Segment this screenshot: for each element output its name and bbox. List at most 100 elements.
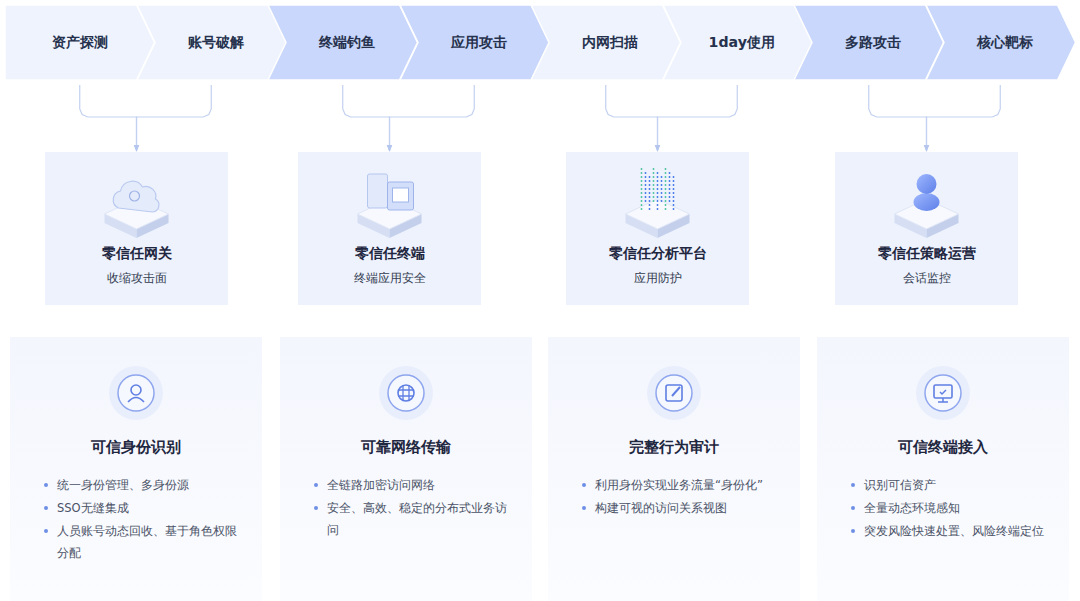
icon-glyph (672, 387, 680, 396)
person-icon (914, 193, 940, 211)
icon-ring (118, 375, 154, 411)
card-fill (566, 152, 749, 305)
attack-step-chevron: 多路攻击 (794, 5, 944, 80)
data-bars (673, 176, 675, 210)
chevron-outline (137, 5, 287, 80)
card-title: 可靠网络传输 (280, 437, 532, 458)
capability-card: 可信身份识别统一身份管理、多身份源SSO无缝集成人员账号动态回收、基于角色权限分… (10, 337, 262, 601)
chevron-outline (400, 5, 550, 80)
icon-glyph (938, 390, 948, 402)
capability-icon (379, 366, 433, 420)
bullet-dot (582, 506, 586, 510)
bullet-text: SSO无缝集成 (57, 497, 240, 519)
icon-halo (379, 366, 433, 420)
bullet-dot (582, 483, 586, 487)
platform-top (626, 199, 690, 229)
product-card: 零信任网关收缩攻击面 (45, 152, 228, 305)
bracket-connector (927, 85, 1001, 151)
product-illustration (358, 174, 422, 238)
bullet-dot (851, 483, 855, 487)
icon-ring (388, 375, 424, 411)
bullet-dot (851, 506, 855, 510)
data-bars (669, 172, 671, 204)
bullet-list: 识别可信资产全量动态环境感知突发风险快速处置、风险终端定位 (851, 474, 1047, 543)
step-label: 1day使用 (663, 5, 813, 80)
attack-step-chevron: 内网扫描 (531, 5, 681, 80)
bullet-item: 构建可视的访问关系视图 (582, 497, 778, 519)
card-fill (280, 337, 532, 601)
cloud-icon (113, 181, 159, 212)
product-illustration (105, 181, 169, 238)
bullet-dot (44, 506, 48, 510)
attack-step-chevron: 终端钓鱼 (268, 5, 418, 80)
step-label: 终端钓鱼 (268, 5, 418, 80)
step-label: 资产探测 (5, 5, 155, 80)
capability-icon (109, 366, 163, 420)
bullet-text: 利用身份实现业务流量“身份化” (595, 474, 778, 496)
card-fill (835, 152, 1018, 305)
bullet-text: 统一身份管理、多身份源 (57, 474, 240, 496)
capability-card: 可靠网络传输全链路加密访问网络安全、高效、稳定的分布式业务访问 (280, 337, 532, 601)
card-fill (548, 337, 800, 601)
card-title: 零信任终端 (298, 244, 481, 263)
data-bars (665, 168, 667, 210)
card-fill (817, 337, 1069, 601)
data-bars (645, 172, 647, 204)
bullet-item: 突发风险快速处置、风险终端定位 (851, 520, 1047, 542)
chevron-outline (268, 5, 418, 80)
attack-step-chevron: 核心靶标 (926, 5, 1076, 80)
bullet-item: SSO无缝集成 (44, 497, 240, 519)
product-card: 零信任终端终端应用安全 (298, 152, 481, 305)
capability-icon (916, 366, 970, 420)
data-bars (649, 176, 651, 210)
card-subtitle: 会话监控 (835, 270, 1018, 287)
card-title: 零信任策略运营 (835, 244, 1018, 263)
bullet-item: 人员账号动态回收、基于角色权限分配 (44, 520, 240, 564)
node-shape (10, 337, 262, 601)
bracket-connector (137, 85, 212, 151)
step-label: 核心靶标 (926, 5, 1076, 80)
capability-card: 可信终端接入识别可信资产全量动态环境感知突发风险快速处置、风险终端定位 (817, 337, 1069, 601)
bullet-dot (314, 506, 318, 510)
icon-glyph (398, 385, 414, 401)
step-label: 多路攻击 (794, 5, 944, 80)
device-icon (368, 174, 388, 208)
bullet-list: 统一身份管理、多身份源SSO无缝集成人员账号动态回收、基于角色权限分配 (44, 474, 240, 565)
icon-glyph (398, 385, 414, 401)
bullet-item: 识别可信资产 (851, 474, 1047, 496)
icon-glyph (128, 398, 144, 403)
capability-icon (647, 366, 701, 420)
icon-halo (109, 366, 163, 420)
card-subtitle: 终端应用安全 (298, 270, 481, 287)
product-card: 零信任分析平台应用防护 (566, 152, 749, 305)
chevron-outline (926, 5, 1076, 80)
bracket-connector (869, 85, 927, 151)
attack-step-chevron: 账号破解 (137, 5, 287, 80)
node-shape (548, 337, 800, 601)
card-title: 完整行为审计 (548, 437, 800, 458)
bullet-text: 全量动态环境感知 (864, 497, 1047, 519)
data-bars (653, 168, 655, 204)
bullet-item: 统一身份管理、多身份源 (44, 474, 240, 496)
bullet-item: 全链路加密访问网络 (314, 474, 510, 496)
device-icon (388, 182, 414, 210)
icon-ring (656, 375, 692, 411)
bullet-text: 安全、高效、稳定的分布式业务访问 (327, 497, 510, 541)
bullet-dot (314, 483, 318, 487)
step-label: 账号破解 (137, 5, 287, 80)
card-fill (10, 337, 262, 601)
card-fill (298, 152, 481, 305)
bullet-dot (44, 529, 48, 533)
step-label: 应用攻击 (400, 5, 550, 80)
device-screen (393, 188, 409, 202)
card-title: 零信任网关 (45, 244, 228, 263)
bullet-text: 突发风险快速处置、风险终端定位 (864, 520, 1047, 542)
bullet-dot (44, 483, 48, 487)
person-icon (917, 174, 937, 194)
node-shape (280, 337, 532, 601)
attack-step-chevron: 应用攻击 (400, 5, 550, 80)
bullet-list: 全链路加密访问网络安全、高效、稳定的分布式业务访问 (314, 474, 510, 542)
attack-step-chevron: 1day使用 (663, 5, 813, 80)
icon-glyph (934, 385, 952, 398)
bracket-connector (606, 85, 658, 151)
